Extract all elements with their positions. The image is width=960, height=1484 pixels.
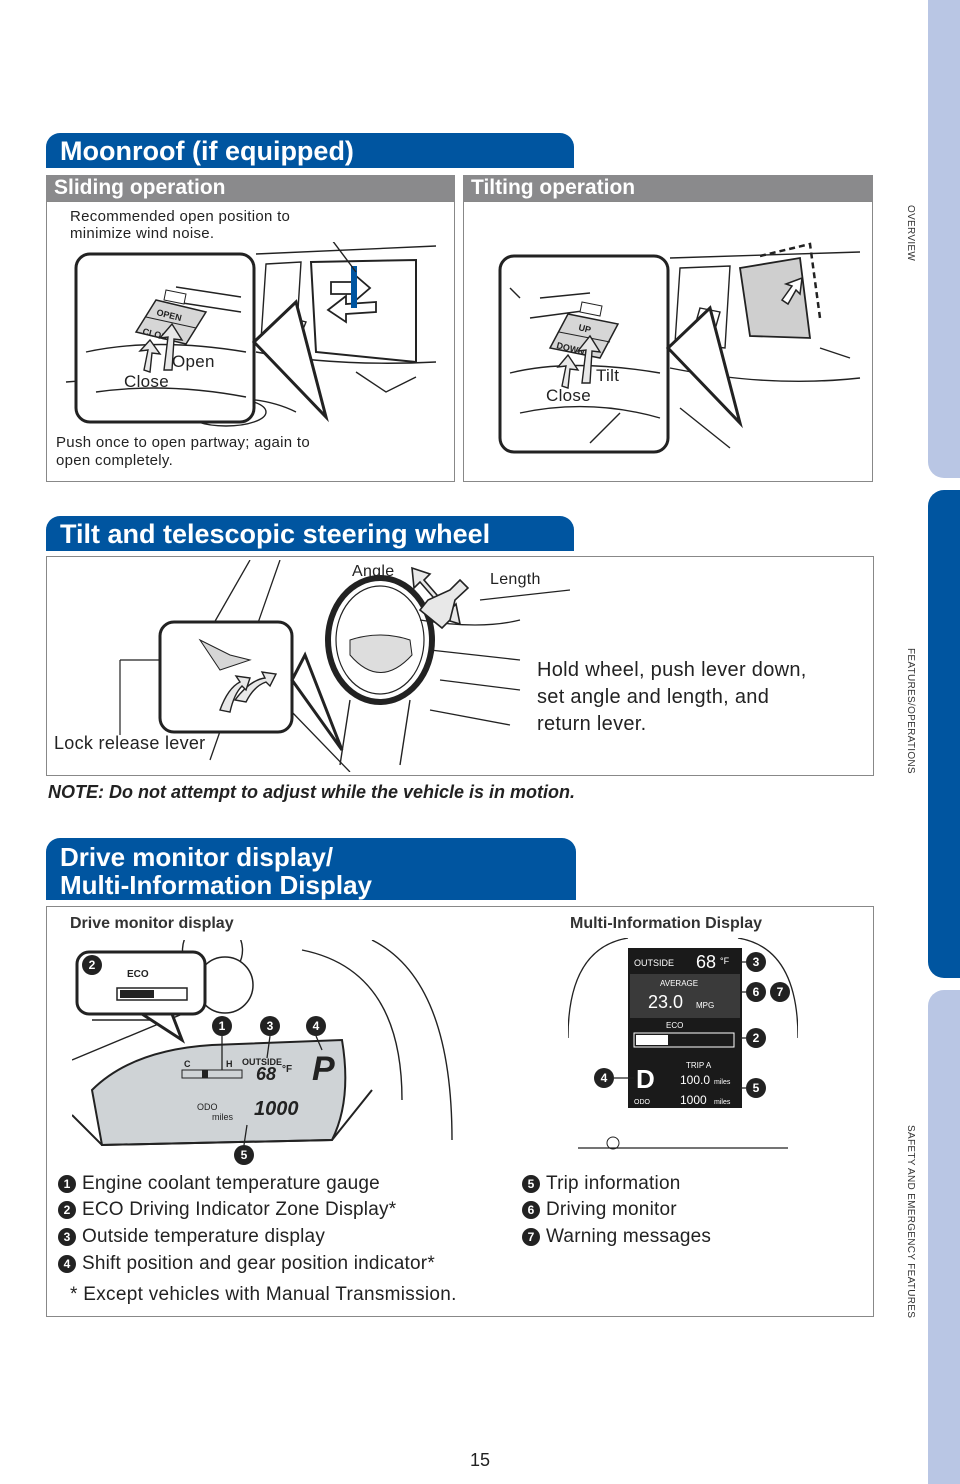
steering-illustration [119, 560, 570, 772]
mid-temp: 68 [696, 952, 716, 972]
recommend-text-2: minimize wind noise. [70, 225, 215, 242]
lock-release-label: Lock release lever [54, 733, 206, 753]
dm-h: H [226, 1059, 233, 1069]
dm-callout-1: 1 [219, 1019, 226, 1033]
mid-callout-3: 3 [753, 955, 760, 969]
dm-odo: ODO [197, 1102, 218, 1112]
mid-callout-5: 5 [753, 1081, 760, 1095]
dm-eco: ECO [127, 969, 149, 980]
mid-odo: ODO [634, 1099, 651, 1106]
legend-item-7: 7 Warning messages [522, 1226, 711, 1248]
dm-callout-3: 3 [267, 1019, 274, 1033]
recommend-text-1: Recommended open position to [70, 208, 291, 225]
moonroof-banner: Moonroof (if equipped) [46, 133, 574, 168]
legend-text-5: Trip information [546, 1173, 681, 1194]
mid-callout-6: 6 [753, 985, 760, 999]
tab-label-features: FEATURES/OPERATIONS [905, 648, 916, 774]
page-number: 15 [469, 1450, 491, 1470]
legend-num-3: 3 [58, 1228, 76, 1246]
steering-title: Tilt and telescopic steering wheel [60, 519, 491, 549]
dm-c: C [184, 1059, 191, 1069]
sliding-heading: Sliding operation [46, 175, 455, 201]
steering-instr-1: Hold wheel, push lever down, [537, 659, 807, 681]
sliding-illustration: OPEN CLOSE [65, 242, 437, 427]
dm-unit: °F [282, 1064, 292, 1075]
mid-trip-miles: miles [714, 1079, 731, 1086]
legend-item-6: 6 Driving monitor [522, 1199, 677, 1221]
mid-callout-4: 4 [601, 1071, 608, 1085]
close-label-tilting: Close [546, 386, 591, 405]
legend-num-4: 4 [58, 1255, 76, 1273]
push-text-2: open completely. [56, 452, 174, 469]
overview-tab[interactable] [928, 0, 960, 478]
mid-label: Multi-Information Display [570, 915, 762, 932]
safety-emergency-tab[interactable] [928, 990, 960, 1484]
mid-mpg-value: 23.0 [648, 992, 683, 1012]
angle-label: Angle [352, 563, 395, 580]
drive-monitor-title-1: Drive monitor display/ [60, 842, 334, 872]
tab-label-safety: SAFETY AND EMERGENCY FEATURES [905, 1125, 916, 1319]
steering-instr-2: set angle and length, and [537, 686, 770, 708]
mid-odo-value: 1000 [680, 1093, 707, 1107]
tilt-label: Tilt [596, 366, 620, 385]
dm-odo-value: 1000 [254, 1098, 299, 1120]
push-text-1: Push once to open partway; again to [56, 434, 311, 451]
legend-text-6: Driving monitor [546, 1199, 677, 1220]
mid-eco: ECO [666, 1021, 683, 1030]
mid-average: AVERAGE [660, 979, 698, 988]
dm-temp: 68 [256, 1064, 276, 1084]
legend-item-5: 5 Trip information [522, 1173, 680, 1195]
dm-callout-4: 4 [313, 1019, 320, 1033]
moonroof-title: Moonroof (if equipped) [60, 136, 354, 166]
legend-num-5: 5 [522, 1175, 540, 1193]
mid-mpg: MPG [696, 1001, 714, 1010]
legend-num-1: 1 [58, 1175, 76, 1193]
legend-item-3: 3 Outside temperature display [58, 1226, 325, 1248]
drive-monitor-illustration: C H OUTSIDE 68 °F P ODO miles 1000 ECO 2… [72, 940, 453, 1165]
legend-item-1: 1 Engine coolant temperature gauge [58, 1173, 380, 1195]
mid-illustration: OUTSIDE 68 °F AVERAGE 23.0 MPG ECO D TRI… [568, 938, 798, 1150]
legend-item-4: 4 Shift position and gear position indica… [58, 1253, 435, 1275]
close-label-sliding: Close [124, 372, 169, 391]
tilting-heading: Tilting operation [463, 175, 873, 201]
switch-up-text: UP [578, 322, 593, 335]
legend-text-1: Engine coolant temperature gauge [82, 1173, 380, 1194]
steering-note: NOTE: Do not attempt to adjust while the… [48, 782, 576, 802]
legend-text-2: ECO Driving Indicator Zone Display* [82, 1199, 397, 1220]
steering-banner: Tilt and telescopic steering wheel [46, 516, 574, 551]
steering-instr-3: return lever. [537, 713, 647, 735]
tab-label-overview: OVERVIEW [905, 205, 916, 262]
legend-num-2: 2 [58, 1201, 76, 1219]
features-operations-tab[interactable] [928, 490, 960, 978]
dm-outside: OUTSIDE [242, 1057, 282, 1067]
legend-item-2: 2 ECO Driving Indicator Zone Display* [58, 1199, 396, 1221]
legend-text-3: Outside temperature display [82, 1226, 326, 1247]
footnote: * Except vehicles with Manual Transmissi… [70, 1284, 457, 1305]
legend-num-6: 6 [522, 1201, 540, 1219]
mid-callout-7: 7 [777, 985, 784, 999]
mid-gear: D [636, 1064, 655, 1094]
mid-callout-2: 2 [753, 1031, 760, 1045]
dm-gear: P [312, 1050, 335, 1088]
mid-unit: °F [720, 956, 730, 966]
length-label: Length [490, 571, 541, 588]
legend-num-7: 7 [522, 1228, 540, 1246]
tilting-illustration: UP DOWN [498, 242, 861, 454]
legend-text-7: Warning messages [546, 1226, 712, 1247]
dm-callout-5: 5 [241, 1148, 248, 1162]
mid-outside: OUTSIDE [634, 958, 674, 968]
drive-monitor-banner: Drive monitor display/ Multi-Information… [46, 838, 576, 900]
drive-monitor-title-2: Multi-Information Display [60, 870, 372, 900]
legend-text-4: Shift position and gear position indicat… [82, 1253, 435, 1274]
mid-trip: TRIP A [686, 1061, 712, 1070]
mid-odo-miles: miles [714, 1099, 731, 1106]
dm-callout-2: 2 [89, 958, 96, 972]
dm-miles: miles [212, 1112, 234, 1122]
mid-trip-value: 100.0 [680, 1073, 710, 1087]
drive-monitor-label: Drive monitor display [70, 915, 234, 932]
open-label: Open [172, 352, 215, 371]
